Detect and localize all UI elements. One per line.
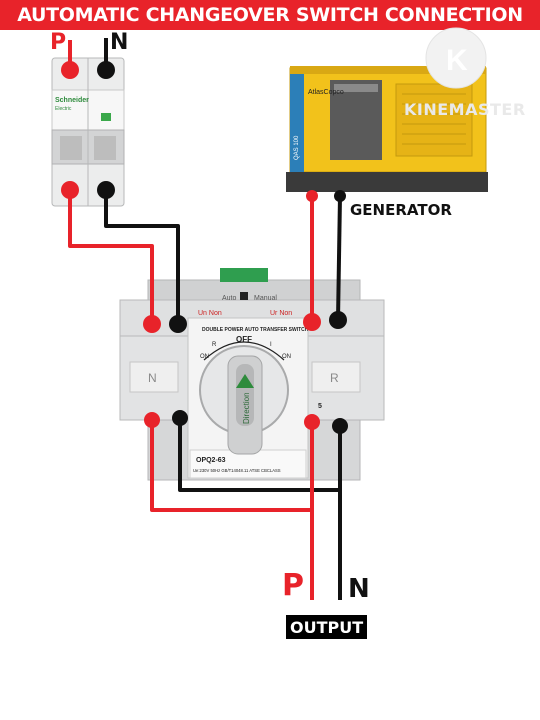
watermark: KINEMASTER — [404, 100, 526, 119]
ats-mark-left-r: R — [212, 342, 217, 348]
mcb-n-label: N — [110, 30, 129, 55]
ats-label-manual: Manual — [254, 295, 277, 302]
wire-gen-n-to-ats — [336, 195, 342, 321]
mcb-brand: Schneider — [55, 97, 89, 104]
wire-out-p-left — [150, 420, 312, 512]
wire-out-n-left — [178, 418, 340, 492]
ats-switch-title: DOUBLE POWER AUTO TRANSFER SWITCH — [202, 327, 309, 333]
ats-mark-right-on: ON — [282, 354, 291, 360]
ats-off-label: OFF — [236, 335, 252, 344]
ats-label-un-non: Un Non — [198, 310, 222, 317]
ats-right-side-label: R — [330, 371, 339, 385]
ats-mark-right-i: I — [270, 342, 272, 348]
mcb-brand-sub: Electric — [55, 106, 72, 112]
ats-badge: 5 — [318, 403, 322, 410]
generator-label: GENERATOR — [350, 201, 452, 219]
generator-model: QAS 100 — [294, 135, 300, 160]
ats-label-auto: Auto — [222, 295, 237, 302]
ats-device — [119, 268, 385, 481]
wire-mcb-p-to-ats — [68, 190, 154, 324]
ats-left-side-label: N — [148, 371, 157, 385]
ats-mode-toggle[interactable] — [240, 292, 248, 300]
generator-brand: AtlasCopco — [308, 89, 344, 96]
ats-direction-label: Direction — [242, 392, 251, 424]
ats-mark-left-on: ON — [200, 354, 209, 360]
output-label: OUTPUT — [286, 615, 368, 639]
ats-label-ur-non: Ur Non — [270, 310, 292, 317]
mcb-p-label: P — [50, 30, 67, 55]
ats-model-label: OPQ2-63 — [196, 457, 226, 464]
output-p-label: P — [282, 568, 304, 603]
ats-rating-label: Ue:230V 50Hz GB/T14048.11 ATSE CBCLASS — [193, 468, 281, 473]
page-title: AUTOMATIC CHANGEOVER SWITCH CONNECTION — [0, 0, 540, 30]
wires — [68, 190, 342, 600]
generator: AtlasCopco QAS 100 — [286, 66, 488, 192]
circuit-breaker: Schneider Electric — [51, 57, 125, 207]
output-n-label: N — [348, 574, 370, 604]
wire-mcb-n-to-ats — [104, 190, 180, 324]
